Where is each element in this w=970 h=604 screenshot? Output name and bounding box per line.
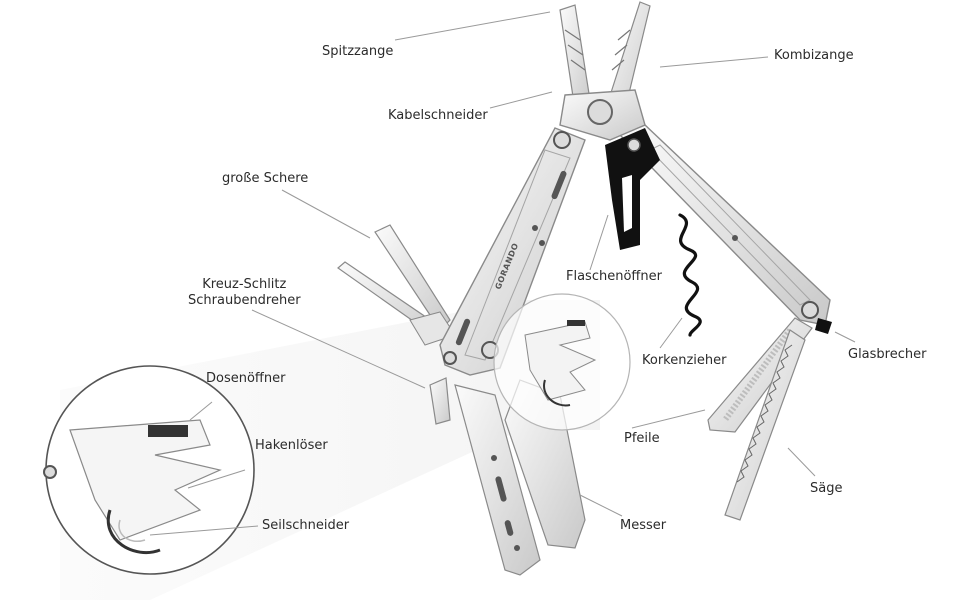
label-saege: Säge: [810, 481, 843, 496]
label-glasbrecher: Glasbrecher: [848, 347, 927, 362]
rivet: [801, 301, 819, 319]
handle-slot: [495, 476, 507, 502]
left-handle: [439, 127, 586, 376]
rivet: [553, 131, 571, 149]
label-messer: Messer: [620, 518, 667, 533]
pivot-rivet: [587, 99, 613, 125]
label-kreuz-schlitz: Kreuz-Schlitz Schraubendreher: [188, 277, 301, 309]
label-spitzzange: Spitzzange: [322, 44, 394, 59]
screwdriver-bit: [429, 377, 451, 425]
label-hakenloeser: Hakenlöser: [255, 438, 328, 453]
label-pfeile: Pfeile: [624, 431, 660, 446]
label-grosse-schere: große Schere: [222, 171, 309, 186]
handle-slot: [455, 318, 471, 346]
handle-slot: [504, 520, 514, 536]
label-flaschenoeffner: Flaschenöffner: [566, 269, 662, 284]
label-kreuz-schlitz-line2: Schraubendreher: [188, 293, 301, 308]
label-kreuz-schlitz-line1: Kreuz-Schlitz: [202, 277, 287, 292]
corkscrew: [678, 213, 702, 337]
saw-blade: [724, 329, 806, 521]
bottle-opener: [605, 128, 660, 250]
label-dosenoeffner: Dosenöffner: [206, 371, 286, 386]
glass-breaker: [815, 318, 832, 334]
label-kombizange: Kombizange: [774, 48, 854, 63]
label-kabelschneider: Kabelschneider: [388, 108, 488, 123]
label-korkenzieher: Korkenzieher: [642, 353, 727, 368]
label-seilschneider: Seilschneider: [262, 518, 350, 533]
leader-lines: [149, 11, 856, 536]
can-opener-tip: [148, 425, 188, 437]
handle-slot: [551, 170, 567, 200]
scissor-blade-upper: [374, 224, 451, 331]
rivet: [443, 351, 457, 365]
